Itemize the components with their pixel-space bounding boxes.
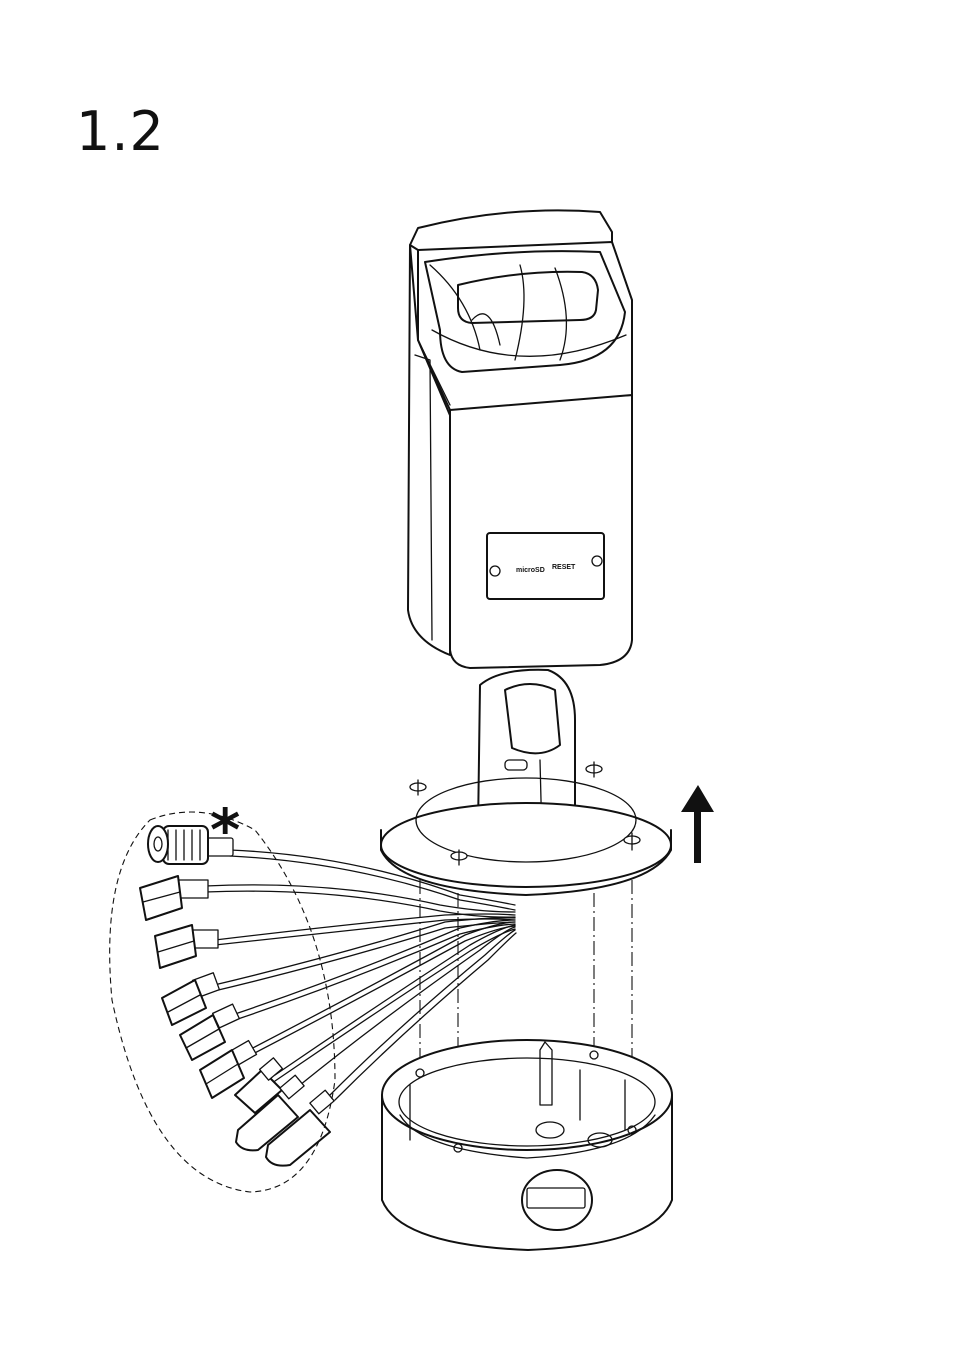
up-arrow-icon	[681, 785, 714, 863]
reset-label: RESET	[552, 564, 576, 571]
microsd-label: microSD	[516, 567, 545, 574]
asterisk-icon: *	[210, 796, 240, 864]
rj45-connector-2	[155, 925, 218, 968]
rj45-connector-1	[140, 876, 208, 920]
camera-label-panel: microSD RESET	[487, 533, 604, 599]
bullet-camera: microSD RESET	[408, 210, 632, 668]
junction-box	[382, 1040, 672, 1250]
